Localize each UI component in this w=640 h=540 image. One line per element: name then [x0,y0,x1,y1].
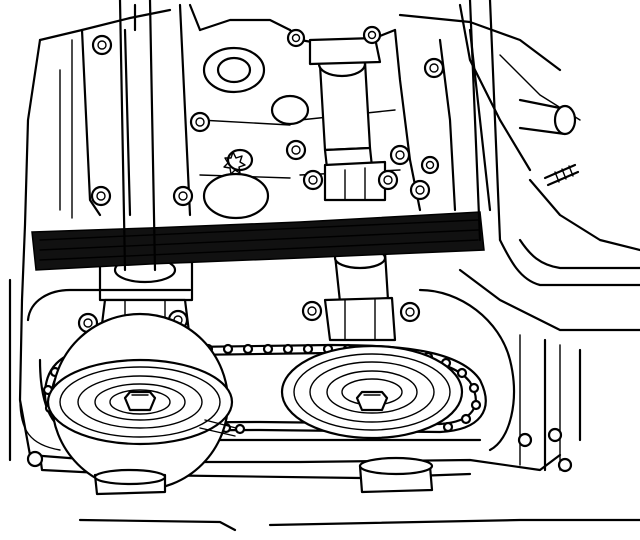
bolts [26,25,573,473]
intake-camshaft-sprocket [46,312,237,492]
coolant-hose [498,98,640,287]
pipe-stud [543,163,580,187]
engine-block [8,3,640,532]
mounting-bosses [93,456,434,496]
exhaust-camshaft-sprocket [280,344,464,440]
camshaft-bearing-caps [98,36,397,342]
camshaft-locking-tool [31,0,502,272]
